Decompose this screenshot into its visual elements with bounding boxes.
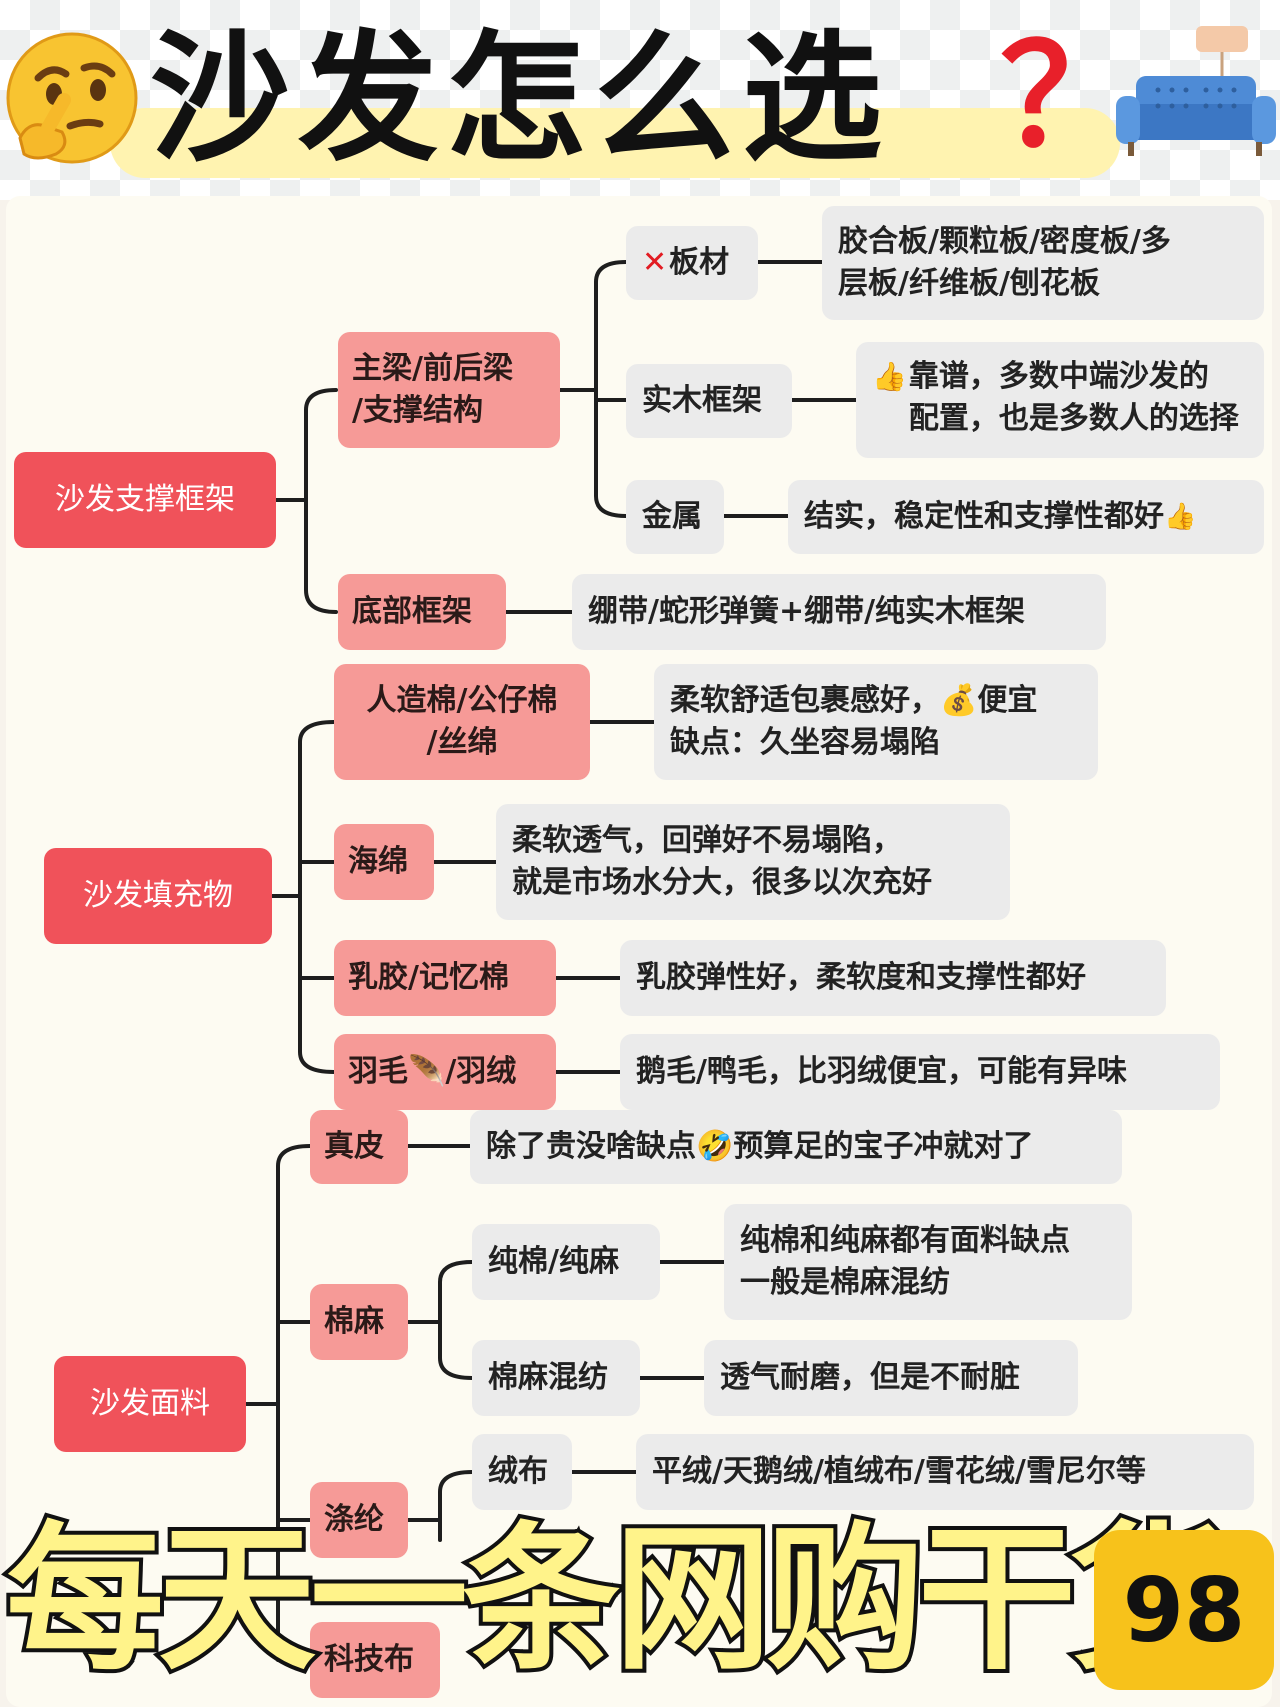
board-label: 板材 [669,245,730,280]
question-mark: ？ [1000,16,1141,179]
feather-desc: 鹅毛/鸭毛，比羽绒便宜，可能有异味 [620,1034,1220,1110]
thinking-face-icon [0,28,150,182]
thumbs-up-icon: 👍 [872,360,907,393]
sofa-icon [1110,20,1280,174]
pure-cotton-node: 纯棉/纯麻 [472,1224,660,1300]
feather-node: 羽毛🪶/羽绒 [334,1034,556,1110]
solid-wood-desc-text: 靠谱，多数中端沙发的 配置，也是多数人的选择 [908,359,1239,436]
metal-desc-text: 结实，稳定性和支撑性都好 [804,499,1164,534]
cross-mark-icon: ✕ [642,245,668,280]
banner-text: 每天一条网购干货 [2,1506,1232,1694]
leather-node: 真皮 [310,1110,408,1184]
velvet-node: 绒布 [472,1434,572,1510]
sponge-node: 海绵 [334,824,434,900]
filling-root-node: 沙发填充物 [44,848,272,944]
cotton-filling-node: 人造棉/公仔棉 /丝绵 [334,664,590,780]
beam-node: 主梁/前后梁 /支撑结构 [338,332,560,448]
thumbs-up-icon: 👍 [1164,502,1197,532]
sponge-desc: 柔软透气，回弹好不易塌陷， 就是市场水分大，很多以次充好 [496,804,1010,920]
cotton-filling-desc: 柔软舒适包裹感好，💰便宜 缺点：久坐容易塌陷 [654,664,1098,780]
latex-desc: 乳胶弹性好，柔软度和支撑性都好 [620,940,1166,1016]
blend-node: 棉麻混纺 [472,1340,640,1416]
solid-wood-node: 实木框架 [626,364,792,438]
polyester-node: 涤纶 [310,1482,408,1558]
metal-desc: 结实，稳定性和支撑性都好 👍 [788,480,1264,554]
fabric-root-node: 沙发面料 [54,1356,246,1452]
solid-wood-desc: 👍 靠谱，多数中端沙发的 配置，也是多数人的选择 [856,342,1264,458]
board-node: ✕ 板材 [626,226,758,300]
metal-node: 金属 [626,480,724,554]
velvet-desc: 平绒/天鹅绒/植绒布/雪花绒/雪尼尔等 [636,1434,1254,1510]
issue-number-badge: 98 [1094,1530,1274,1690]
leather-desc: 除了贵没啥缺点🤣预算足的宝子冲就对了 [470,1110,1122,1184]
latex-node: 乳胶/记忆棉 [334,940,556,1016]
pure-cotton-desc: 纯棉和纯麻都有面料缺点 一般是棉麻混纺 [724,1204,1132,1320]
cotton-linen-node: 棉麻 [310,1284,408,1360]
page-title: 沙发怎么选 [150,18,891,181]
tech-cloth-node: 科技布 [310,1622,440,1698]
frame-root-node: 沙发支撑框架 [14,452,276,548]
bottom-frame-node: 底部框架 [338,574,506,650]
board-desc: 胶合板/颗粒板/密度板/多 层板/纤维板/刨花板 [822,206,1264,320]
title-highlight [110,108,1120,178]
blend-desc: 透气耐磨，但是不耐脏 [704,1340,1078,1416]
bottom-frame-desc: 绷带/蛇形弹簧+绷带/纯实木框架 [572,574,1106,650]
